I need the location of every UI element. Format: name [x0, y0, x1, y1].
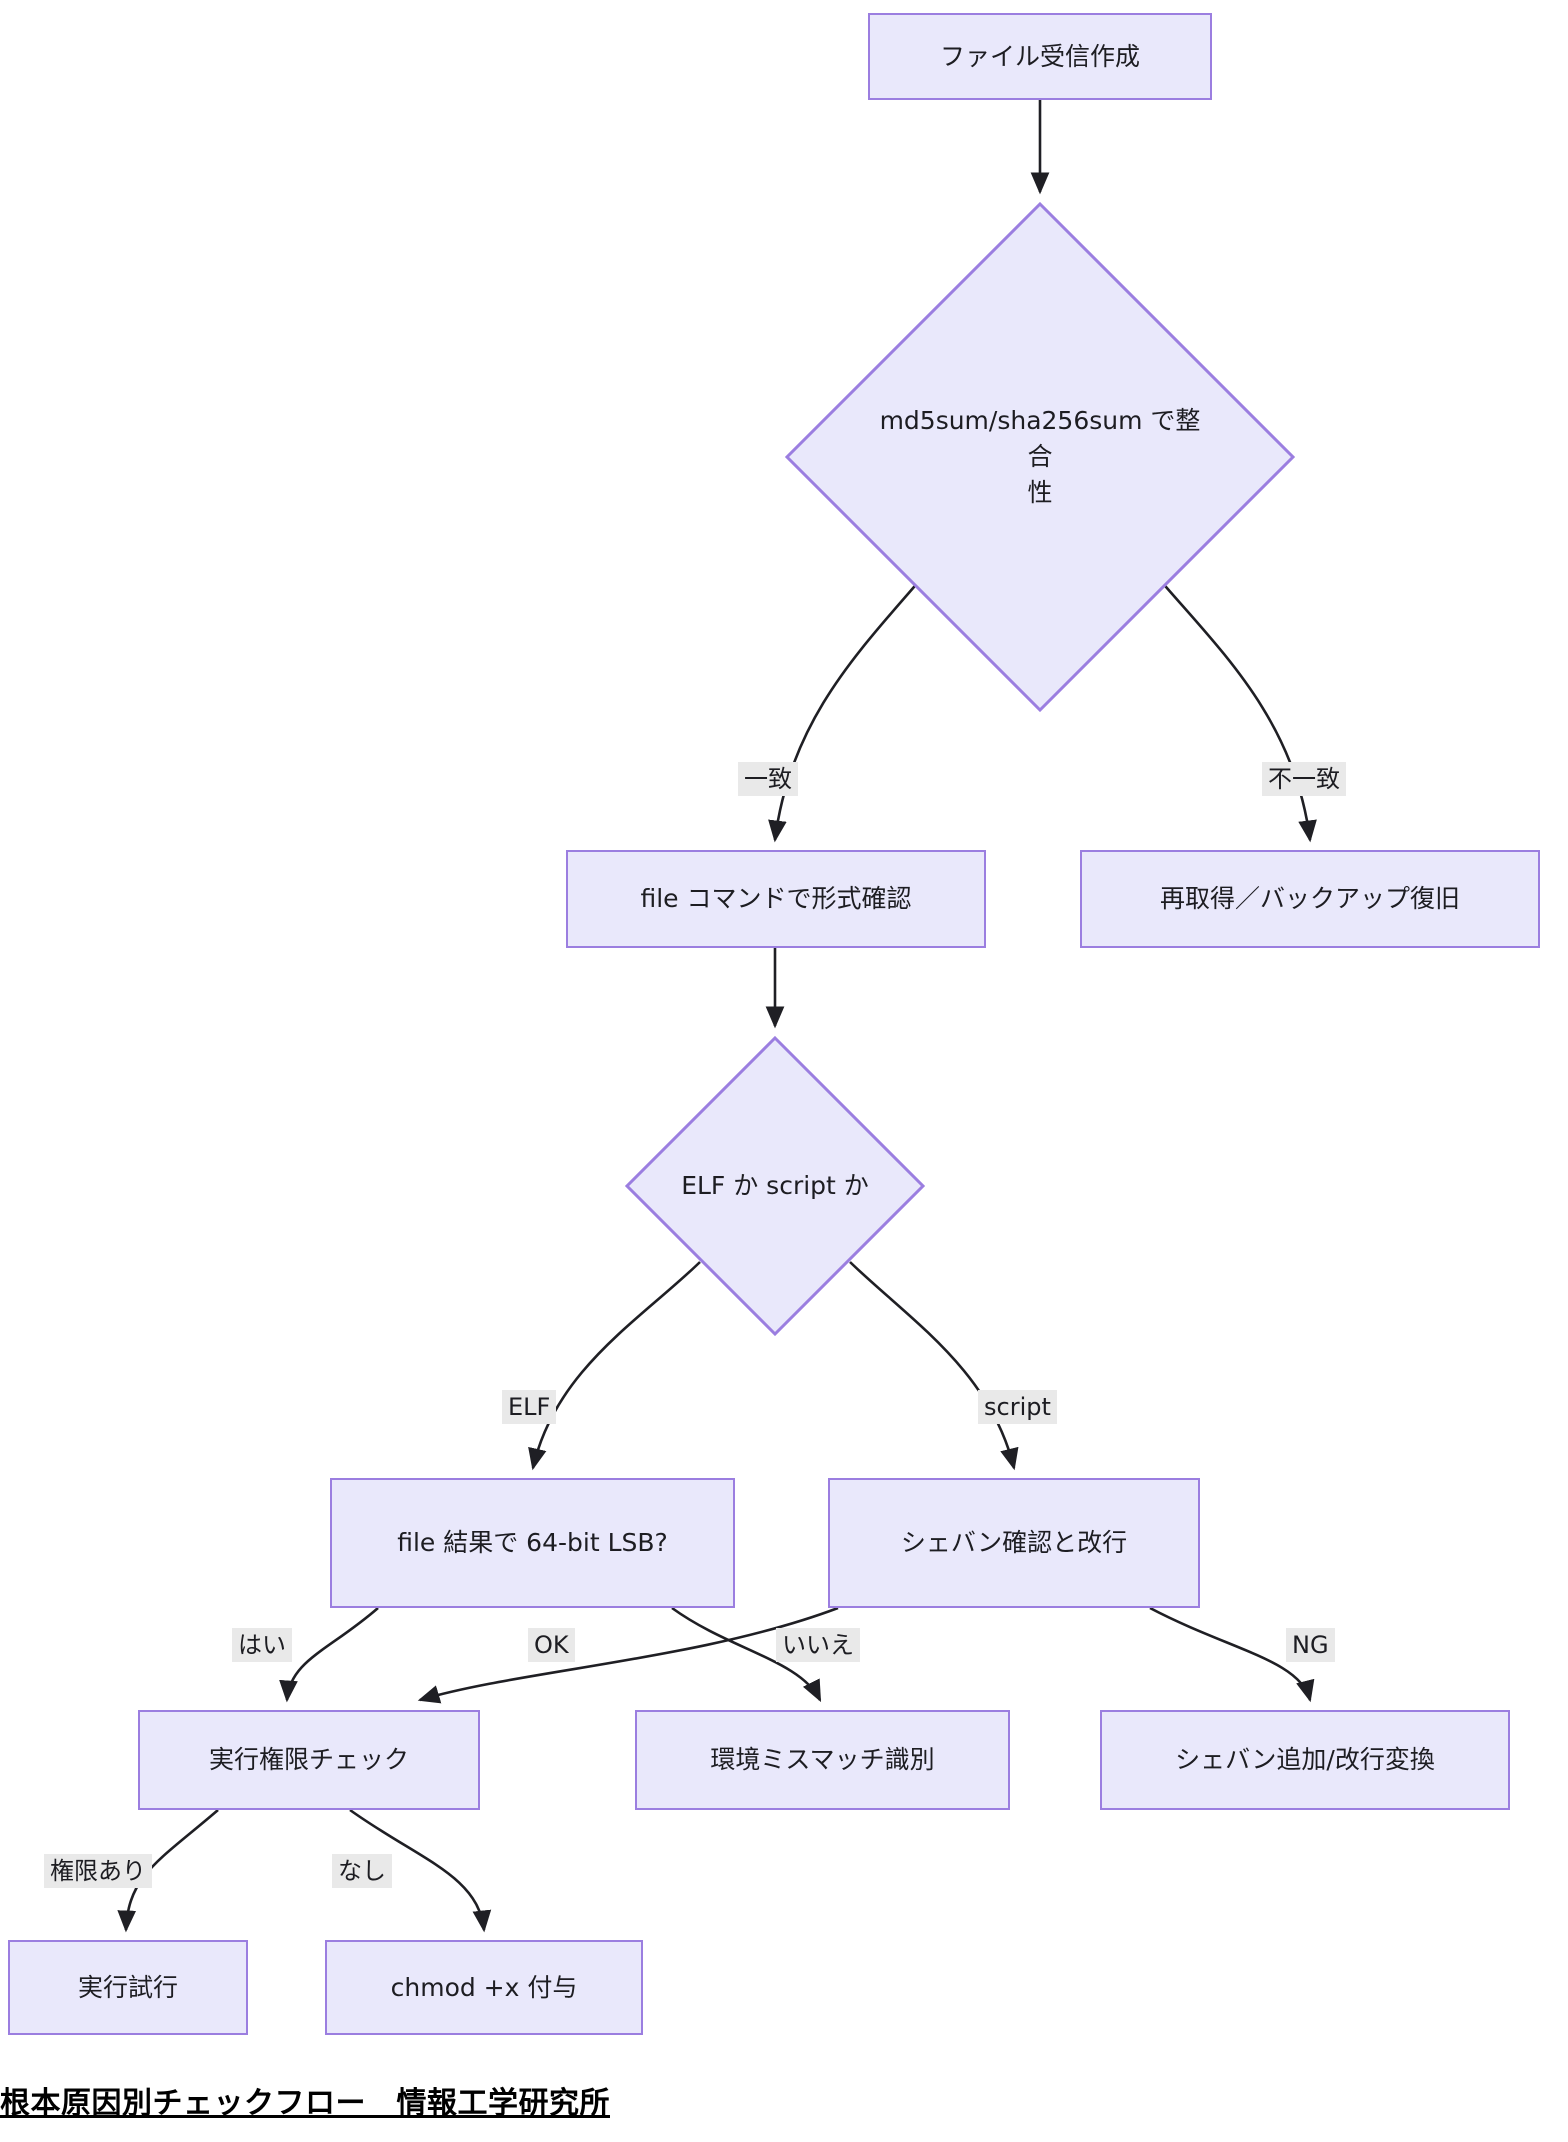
edge-label-no: いいえ [776, 1628, 860, 1663]
node-64bit-lsb-check[interactable]: file 結果で 64-bit LSB? [330, 1478, 735, 1608]
node-shebang-newline-check[interactable]: シェバン確認と改行 [828, 1478, 1200, 1608]
diamond-shape [785, 202, 1295, 712]
node-file-receive-create[interactable]: ファイル受信作成 [868, 13, 1212, 100]
node-file-command-check[interactable]: file コマンドで形式確認 [566, 850, 986, 948]
node-elf-or-script-decision[interactable]: ELF か script か [625, 1036, 925, 1336]
node-checksum-decision[interactable]: md5sum/sha256sum で整合 性 [785, 202, 1295, 712]
edge-label-has-permission: 権限あり [44, 1854, 152, 1889]
node-label: file 結果で 64-bit LSB? [397, 1528, 668, 1558]
edge-label-ng: NG [1286, 1628, 1335, 1663]
node-label: ELF か script か [681, 1170, 869, 1200]
node-exec-permission-check[interactable]: 実行権限チェック [138, 1710, 480, 1810]
diamond-shape [625, 1036, 925, 1336]
node-label: シェバン追加/改行変換 [1175, 1745, 1435, 1775]
edge-n6-n8 [279, 1607, 379, 1703]
node-refetch-backup-restore[interactable]: 再取得／バックアップ復旧 [1080, 850, 1540, 948]
diagram-caption: 根本原因別チェックフロー 情報工学研究所 [0, 2086, 610, 2121]
node-shebang-add-convert[interactable]: シェバン追加/改行変換 [1100, 1710, 1510, 1810]
node-label: ファイル受信作成 [939, 41, 1140, 71]
node-env-mismatch-identify[interactable]: 環境ミスマッチ識別 [635, 1710, 1010, 1810]
edge-label-elf: ELF [502, 1390, 557, 1425]
node-label: シェバン確認と改行 [900, 1528, 1128, 1558]
edge-label-ok: OK [528, 1628, 575, 1663]
node-label: chmod +x 付与 [390, 1972, 578, 2002]
edge-label-mismatch: 不一致 [1262, 762, 1346, 797]
node-label: 実行権限チェック [208, 1745, 409, 1775]
edge-label-none: なし [332, 1854, 392, 1889]
edge-label-yes: はい [232, 1628, 292, 1663]
edge-label-script: script [978, 1390, 1057, 1425]
node-execution-attempt[interactable]: 実行試行 [8, 1940, 248, 2035]
node-chmod-plus-x[interactable]: chmod +x 付与 [325, 1940, 643, 2035]
node-label: 環境ミスマッチ識別 [710, 1745, 935, 1775]
node-label: file コマンドで形式確認 [640, 884, 912, 914]
node-label: 再取得／バックアップ復旧 [1159, 884, 1460, 914]
node-label: md5sum/sha256sum で整合 性 [879, 405, 1201, 508]
node-label: 実行試行 [77, 1972, 178, 2002]
edge-label-match: 一致 [738, 762, 798, 797]
